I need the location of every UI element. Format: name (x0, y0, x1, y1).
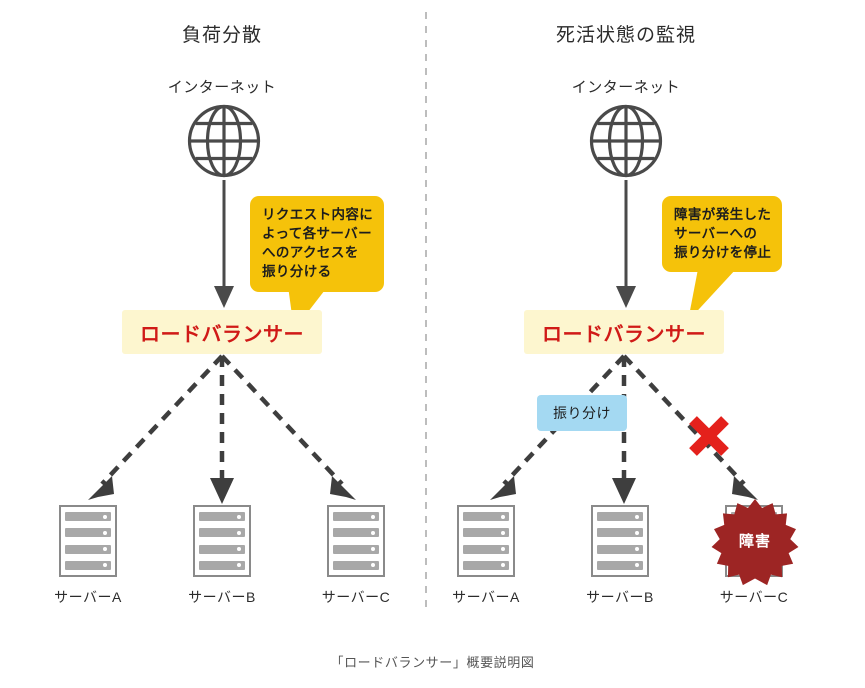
load-balancer-label: ロードバランサー (140, 323, 304, 346)
panel-title-health-monitoring: 死活状態の監視 (555, 25, 696, 46)
arrow-internet-to-lb-right (616, 180, 636, 308)
server-bay (333, 528, 379, 538)
callout-line-4: 振り分ける (262, 264, 332, 280)
server-label-right-c: サーバーC (719, 589, 789, 605)
server-bay (463, 528, 509, 538)
server-bay (597, 544, 643, 554)
dashed-arrows-right (490, 354, 758, 504)
server-bay (597, 528, 643, 538)
server-label-left-a: サーバーA (54, 589, 122, 605)
load-balancer-box-left[interactable]: ロードバランサー (122, 310, 322, 354)
load-balancer-label: ロードバランサー (542, 323, 706, 346)
panel-title-load-balancing: 負荷分散 (181, 25, 262, 46)
server-bay (199, 528, 245, 538)
server-label-right-a: サーバーA (452, 589, 520, 605)
server-bay (463, 544, 509, 554)
server-icon-right-b[interactable] (591, 505, 649, 577)
server-bay (65, 528, 111, 538)
callout-line-2: サーバーへの (674, 226, 758, 242)
callout-tail-right (688, 269, 736, 321)
arrow-internet-to-lb-left (214, 180, 234, 308)
callout-line-1: リクエスト内容に (262, 207, 374, 222)
server-label-left-c: サーバーC (321, 589, 391, 605)
callout-line-3: 振り分けを停止 (674, 245, 772, 261)
globe-icon (589, 104, 663, 178)
figure-caption: 「ロードバランサー」概要説明図 (330, 655, 535, 670)
callout-line-2: よって各サーバー (262, 226, 372, 242)
server-bay (199, 560, 245, 570)
server-bay (333, 512, 379, 521)
load-balancer-box-right[interactable]: ロードバランサー (524, 310, 724, 354)
server-icon-right-a[interactable] (457, 505, 515, 577)
callout-line-1: 障害が発生した (674, 207, 772, 222)
server-bay (597, 560, 643, 570)
server-label-left-b: サーバーB (188, 589, 256, 605)
starburst-icon (711, 499, 799, 586)
server-bay (333, 544, 379, 554)
x-mark-icon (689, 416, 729, 456)
server-bay (65, 512, 111, 521)
distribute-tag: 振り分け (537, 395, 627, 431)
globe-icon (187, 104, 261, 178)
internet-label-left: インターネット (167, 79, 277, 96)
server-bay (463, 560, 509, 570)
server-bay (65, 560, 111, 570)
failure-badge: 障害 (711, 499, 799, 586)
server-bay (199, 512, 245, 521)
failure-label: 障害 (738, 532, 771, 550)
server-icon-left-b[interactable] (193, 505, 251, 577)
callout-load-balancing: リクエスト内容に よって各サーバー へのアクセスを 振り分ける (250, 196, 385, 292)
server-bay (199, 544, 245, 554)
server-bay (333, 560, 379, 570)
server-bay (597, 512, 643, 521)
server-icon-left-a[interactable] (59, 505, 117, 577)
internet-label-right: インターネット (571, 79, 681, 96)
callout-health-monitoring: 障害が発生した サーバーへの 振り分けを停止 (662, 196, 783, 273)
dashed-arrows-left (88, 354, 356, 504)
server-bay (65, 544, 111, 554)
distribute-tag-label: 振り分け (553, 405, 611, 421)
server-icon-left-c[interactable] (327, 505, 385, 577)
server-bay (463, 512, 509, 521)
server-label-right-b: サーバーB (586, 589, 654, 605)
callout-line-3: へのアクセスを (262, 245, 359, 261)
